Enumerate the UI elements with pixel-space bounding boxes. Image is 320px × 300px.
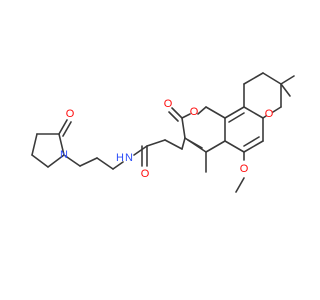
bond [31, 133, 38, 156]
chemical-structure: O N N H O O O O O [31, 72, 295, 193]
oxygen-methoxy-label: O [240, 163, 249, 175]
bond [63, 154, 81, 167]
bond [243, 140, 264, 153]
bond [272, 106, 282, 113]
bond [187, 139, 203, 149]
nitrogen-amide-label: N [125, 152, 133, 164]
bond [280, 75, 295, 85]
bond [31, 154, 49, 168]
bond [280, 83, 291, 97]
bond [96, 157, 114, 170]
bond [58, 133, 65, 156]
bond [181, 113, 191, 119]
bond [62, 121, 72, 137]
bond [47, 154, 65, 168]
bond [197, 106, 207, 115]
oxygen-lactam-label: O [66, 108, 75, 120]
bond [205, 140, 226, 153]
oxygen-lactone-carbonyl-label: O [164, 98, 173, 110]
bond [168, 111, 179, 122]
bond [243, 136, 260, 147]
bond [243, 106, 264, 119]
bond [224, 106, 245, 119]
oxygen-pyran-label: O [265, 108, 274, 120]
bond [228, 112, 245, 123]
bond [181, 117, 186, 139]
bond [181, 137, 186, 150]
bond [171, 107, 183, 119]
atom-labels: O N N H O O O O O [60, 98, 274, 180]
bond [133, 145, 148, 156]
hydrogen-amide-label: H [116, 152, 124, 164]
bond [243, 72, 264, 85]
bond [146, 139, 166, 147]
bond [164, 139, 183, 150]
bonds [31, 72, 295, 193]
bond [262, 72, 282, 85]
bond [112, 161, 124, 170]
bond [58, 119, 68, 135]
oxygen-amide-label: O [141, 168, 150, 180]
bond [262, 115, 267, 119]
bond [205, 106, 226, 119]
nitrogen-ring-label: N [60, 149, 68, 161]
bond [224, 140, 245, 153]
oxygen-lactone-ring-label: O [190, 106, 199, 118]
bond [235, 177, 245, 193]
bond [79, 157, 98, 167]
